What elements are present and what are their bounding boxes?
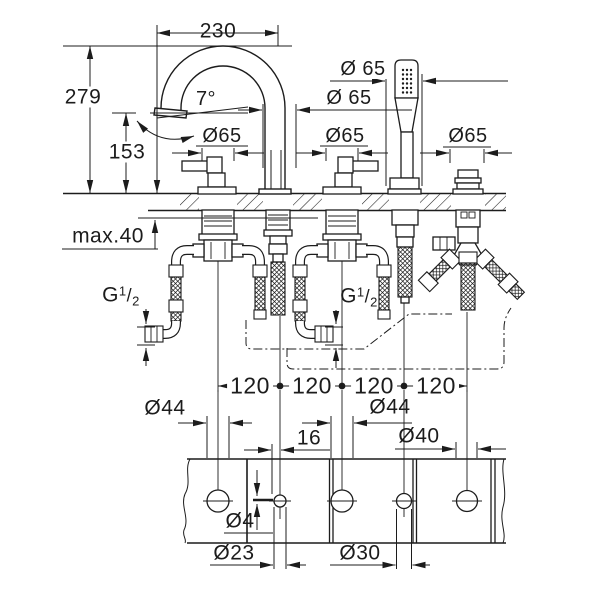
- dia-spout-label: Ø 65: [323, 88, 375, 108]
- diverter-knob: [452, 169, 484, 195]
- valve-right-hoses: [292, 245, 392, 343]
- valve-left-hoses: [144, 245, 268, 343]
- plan-dia-44-left-label: Ø44: [144, 396, 186, 420]
- handle-left: [181, 156, 237, 195]
- max-deck-thickness-label: max.40: [72, 224, 144, 248]
- spacing-120-label-1: 120: [227, 374, 273, 398]
- diverter-hoses: [417, 248, 526, 311]
- mounting-deck: [63, 192, 506, 212]
- hand-shower: [387, 59, 422, 195]
- plan-dia-40-label: Ø40: [398, 424, 440, 448]
- dia-handle-right-label: Ø65: [325, 125, 365, 147]
- shower-shank: [391, 209, 419, 304]
- handle-right: [322, 156, 379, 195]
- plan-dia-44-right-label: Ø44: [369, 395, 411, 419]
- valve-body-left: [192, 209, 244, 262]
- spacing-120-label-3: 120: [351, 374, 397, 398]
- plan-dia-4-label: Ø4: [225, 509, 255, 533]
- valve-body-right: [316, 209, 368, 262]
- dimension-lines-plan: [178, 416, 506, 569]
- center-lines: [217, 261, 468, 519]
- spacing-dots: [276, 382, 408, 390]
- g-half-mid-label: G1/2: [340, 284, 378, 310]
- plan-dia-30-label: Ø30: [339, 541, 381, 565]
- dia-shower-label: Ø 65: [337, 59, 389, 79]
- plan-16-label: 16: [296, 426, 322, 450]
- dia-diverter-label: Ø65: [448, 125, 488, 147]
- dim-279-label: 279: [61, 86, 105, 108]
- deck-plan-view: [183, 458, 506, 544]
- spout-shank: [263, 209, 293, 316]
- dim-7deg-label: 7°: [195, 88, 217, 110]
- spray-face-dots: [401, 68, 413, 94]
- dia-handle-left-label: Ø65: [202, 125, 242, 147]
- spacing-120-label-2: 120: [289, 374, 335, 398]
- spacing-120-label-4: 120: [413, 374, 459, 398]
- g-half-left-label: G1/2: [102, 283, 140, 309]
- dim-230-label: 230: [199, 19, 237, 43]
- supply-routing-lines: [245, 307, 512, 370]
- dim-153-label: 153: [105, 141, 149, 163]
- plan-dia-23-label: Ø23: [213, 541, 255, 565]
